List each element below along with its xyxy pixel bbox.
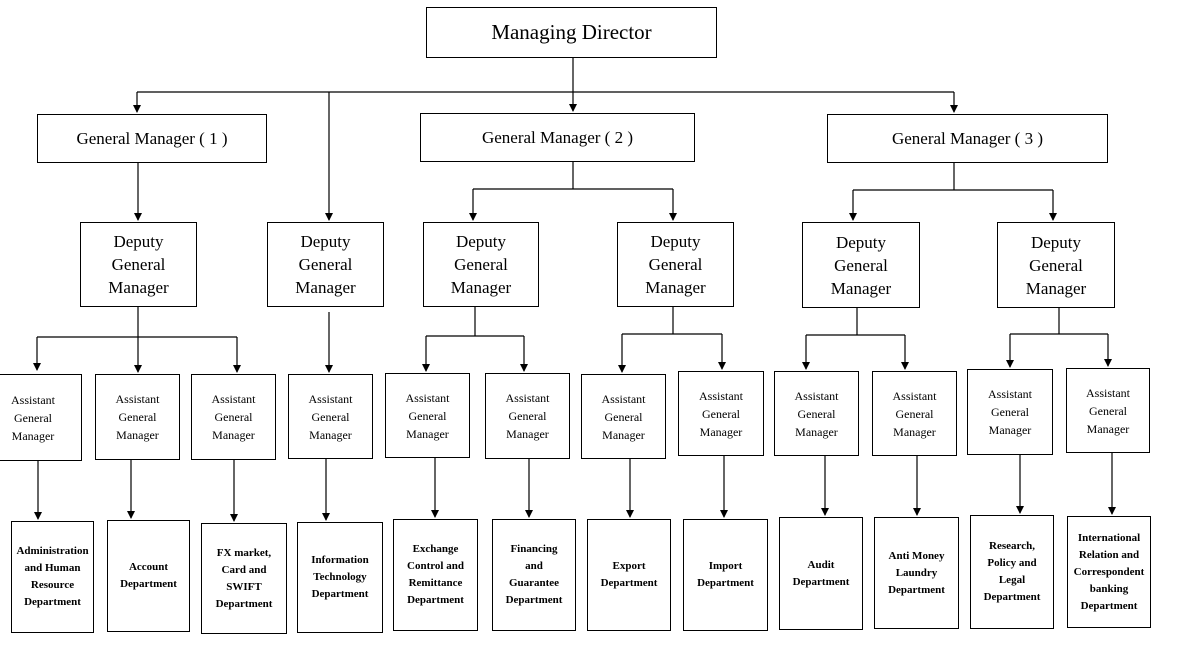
assistant-general-manager-2-box: Assistant General Manager	[95, 374, 180, 460]
assistant-general-manager-label: Assistant General Manager	[892, 388, 937, 439]
department-import-box: Import Department	[683, 519, 768, 631]
assistant-general-manager-label: Assistant General Manager	[601, 391, 646, 442]
general-manager-label: General Manager ( 1 )	[76, 128, 228, 148]
assistant-general-manager-label: Assistant General Manager	[115, 392, 160, 442]
assistant-general-manager-label: Assistant General Manager	[794, 388, 839, 439]
assistant-general-manager-5-box: Assistant General Manager	[385, 373, 470, 458]
assistant-general-manager-label: Assistant General Manager	[698, 388, 743, 439]
department-exchange-control-remittance-box: Exchange Control and Remittance Departme…	[393, 519, 478, 631]
assistant-general-manager-7-box: Assistant General Manager	[581, 374, 666, 459]
department-label: Administration and Human Resource Depart…	[16, 545, 89, 608]
assistant-general-manager-label: Assistant General Manager	[1085, 385, 1130, 436]
department-audit-box: Audit Department	[779, 517, 863, 630]
deputy-general-manager-2-box: Deputy General Manager	[267, 222, 384, 307]
general-manager-1-box: General Manager ( 1 )	[37, 114, 267, 163]
assistant-general-manager-6-box: Assistant General Manager	[485, 373, 570, 459]
department-label: Information Technology Department	[311, 554, 369, 600]
department-export-box: Export Department	[587, 519, 671, 631]
department-international-relation-box: International Relation and Correspondent…	[1067, 516, 1151, 628]
department-label: Financing and Guarantee Department	[505, 543, 563, 606]
general-manager-label: General Manager ( 3 )	[891, 128, 1044, 148]
department-label: Export Department	[600, 560, 658, 589]
assistant-general-manager-1-box: Assistant General Manager	[0, 374, 82, 461]
general-manager-2-box: General Manager ( 2 )	[420, 113, 695, 162]
deputy-general-manager-label: Deputy General Manager	[295, 232, 356, 297]
department-account-box: Account Department	[107, 520, 190, 632]
deputy-general-manager-5-box: Deputy General Manager	[802, 222, 920, 308]
department-label: Anti Money Laundry Department	[888, 549, 945, 596]
assistant-general-manager-11-box: Assistant General Manager	[967, 369, 1053, 455]
managing-director-box: Managing Director	[426, 7, 717, 58]
assistant-general-manager-label: Assistant General Manager	[308, 391, 353, 442]
deputy-general-manager-3-box: Deputy General Manager	[423, 222, 539, 307]
assistant-general-manager-12-box: Assistant General Manager	[1066, 368, 1150, 453]
department-label: Account Department	[120, 561, 177, 590]
general-manager-label: General Manager ( 2 )	[481, 127, 634, 147]
assistant-general-manager-9-box: Assistant General Manager	[774, 371, 859, 456]
department-label: Import Department	[697, 560, 754, 589]
deputy-general-manager-label: Deputy General Manager	[1025, 232, 1087, 298]
department-label: Audit Department	[792, 558, 850, 588]
assistant-general-manager-label: Assistant General Manager	[505, 391, 550, 441]
department-anti-money-laundry-box: Anti Money Laundry Department	[874, 517, 959, 629]
assistant-general-manager-10-box: Assistant General Manager	[872, 371, 957, 456]
assistant-general-manager-4-box: Assistant General Manager	[288, 374, 373, 459]
deputy-general-manager-label: Deputy General Manager	[450, 232, 512, 297]
assistant-general-manager-label: Assistant General Manager	[405, 390, 450, 441]
deputy-general-manager-label: Deputy General Manager	[108, 232, 169, 297]
department-administration-hr-box: Administration and Human Resource Depart…	[11, 521, 94, 633]
deputy-general-manager-label: Deputy General Manager	[830, 232, 892, 298]
assistant-general-manager-3-box: Assistant General Manager	[191, 374, 276, 460]
deputy-general-manager-1-box: Deputy General Manager	[80, 222, 197, 307]
department-label: FX market, Card and SWIFT Department	[215, 546, 273, 610]
deputy-general-manager-4-box: Deputy General Manager	[617, 222, 734, 307]
department-information-technology-box: Information Technology Department	[297, 522, 383, 633]
department-fx-card-swift-box: FX market, Card and SWIFT Department	[201, 523, 287, 634]
deputy-general-manager-6-box: Deputy General Manager	[997, 222, 1115, 308]
deputy-general-manager-label: Deputy General Manager	[645, 232, 706, 297]
general-manager-3-box: General Manager ( 3 )	[827, 114, 1108, 163]
assistant-general-manager-label: Assistant General Manager	[987, 387, 1032, 437]
managing-director-label: Managing Director	[491, 20, 652, 44]
department-research-policy-legal-box: Research, Policy and Legal Department	[970, 515, 1054, 629]
assistant-general-manager-label: Assistant General Manager	[211, 392, 256, 442]
assistant-general-manager-label: Assistant General Manager	[10, 392, 55, 443]
department-label: Research, Policy and Legal Department	[983, 540, 1041, 603]
department-label: International Relation and Correspondent…	[1073, 531, 1145, 612]
assistant-general-manager-8-box: Assistant General Manager	[678, 371, 764, 456]
department-label: Exchange Control and Remittance Departme…	[407, 543, 464, 606]
department-financing-guarantee-box: Financing and Guarantee Department	[492, 519, 576, 631]
